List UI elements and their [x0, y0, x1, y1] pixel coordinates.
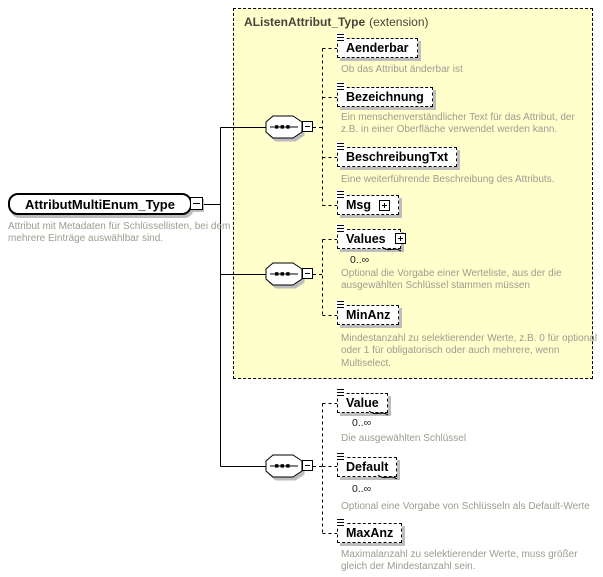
simple-content-icon [336, 388, 345, 397]
element-label: MaxAnz [346, 526, 394, 540]
root-element-label: AttributMultiEnum_Type [25, 196, 175, 212]
element-default[interactable]: Default [336, 452, 398, 480]
multi-occurrence-curl [368, 410, 388, 416]
simple-content-icon [336, 82, 345, 91]
element-msg[interactable]: Msg [336, 190, 399, 215]
annotation-line: ausgewählten Schlüssel stammen müssen [341, 280, 530, 292]
annotation-line: Attribut mit Metadaten für Schlüssellist… [8, 221, 231, 232]
extension-title: AListenAttribut_Type(extension) [244, 15, 429, 29]
occurs-label: 0..∞ [352, 417, 372, 429]
simple-content-icon [336, 224, 345, 233]
element-maxanz[interactable]: MaxAnz [336, 518, 403, 543]
sequence-compositor-icon [265, 262, 305, 289]
annotation-line: Maximalanzahl zu selektierender Werte, m… [341, 549, 578, 560]
annotation-line: z.B. in einer Oberfläche verwendet werde… [341, 124, 558, 136]
annotation-minanz: Mindestanzahl zu selektierender Werte, z… [341, 333, 597, 370]
element-label: Bezeichnung [346, 90, 424, 104]
multi-occurrence-curl [381, 246, 401, 252]
annotation-line: gleich der Mindestanzahl sein. [341, 561, 476, 573]
simple-content-icon [336, 300, 345, 309]
collapse-icon[interactable] [190, 197, 203, 210]
element-label: Msg [346, 198, 371, 212]
annotation-line: Eine weiterführende Beschreibung des Att… [341, 174, 555, 185]
simple-content-icon [336, 33, 345, 42]
element-label: Default [346, 460, 389, 474]
annotation-line: Optional die Vorgabe einer Werteliste, a… [341, 268, 562, 279]
extension-type-name: AListenAttribut_Type [244, 15, 366, 29]
occurs-label: 0..∞ [350, 254, 370, 266]
annotation-line: Multiselect. [341, 357, 392, 369]
annotation-beschreibungtxt: Eine weiterführende Beschreibung des Att… [341, 174, 554, 186]
multi-occurrence-curl [378, 474, 398, 480]
annotation-value: Die ausgewählten Schlüssel [341, 433, 466, 445]
annotation-line: Optional eine Vorgabe von Schlüsseln als… [341, 501, 590, 512]
collapse-icon[interactable] [302, 268, 313, 279]
annotation-bezeichnung: Ein menschenverständlicher Text für das … [341, 112, 575, 137]
annotation-maxanz: Maximalanzahl zu selektierender Werte, m… [341, 549, 578, 574]
element-label: Values [346, 232, 386, 246]
simple-content-icon [336, 452, 345, 461]
expand-icon[interactable] [379, 199, 390, 211]
element-aenderbar[interactable]: Aenderbar [336, 33, 418, 58]
element-label: Value [346, 396, 379, 410]
element-minanz[interactable]: MinAnz [336, 300, 400, 325]
extension-box: AListenAttribut_Type(extension) [233, 8, 593, 379]
annotation-line: Mindestanzahl zu selektierender Werte, z… [341, 333, 598, 344]
element-label: BeschreibungTxt [346, 150, 449, 164]
simple-content-icon [336, 142, 345, 151]
sequence-compositor-icon [265, 115, 305, 142]
simple-content-icon [336, 190, 345, 199]
occurs-label: 0..∞ [352, 483, 372, 495]
expand-icon[interactable] [394, 233, 406, 244]
element-values[interactable]: Values [336, 224, 406, 252]
annotation-default: Optional eine Vorgabe von Schlüsseln als… [341, 501, 590, 513]
collapse-icon[interactable] [302, 121, 313, 132]
annotation-line: Die ausgewählten Schlüssel [341, 433, 467, 444]
sequence-compositor-icon [265, 454, 305, 481]
annotation-line: mehrere Einträge auswählbar sind. [8, 233, 164, 245]
extension-kind-label: (extension) [369, 15, 429, 29]
annotation-root: Attribut mit Metadaten für Schlüssellist… [8, 221, 230, 246]
collapse-icon[interactable] [302, 460, 313, 471]
annotation-values: Optional die Vorgabe einer Werteliste, a… [341, 268, 562, 293]
element-value[interactable]: Value [336, 388, 388, 416]
simple-content-icon [336, 518, 345, 527]
element-attributmultienum-type[interactable]: AttributMultiEnum_Type [8, 193, 192, 215]
element-bezeichnung[interactable]: Bezeichnung [336, 82, 433, 107]
annotation-line: Ob das Attribut änderbar ist [341, 64, 463, 75]
element-beschreibungtxt[interactable]: BeschreibungTxt [336, 142, 458, 167]
annotation-aenderbar: Ob das Attribut änderbar ist [341, 64, 463, 76]
annotation-line: Ein menschenverständlicher Text für das … [341, 112, 575, 123]
element-label: Aenderbar [346, 41, 409, 55]
annotation-line: oder 1 für obligatorisch oder auch mehre… [341, 345, 560, 357]
element-label: MinAnz [346, 308, 391, 322]
